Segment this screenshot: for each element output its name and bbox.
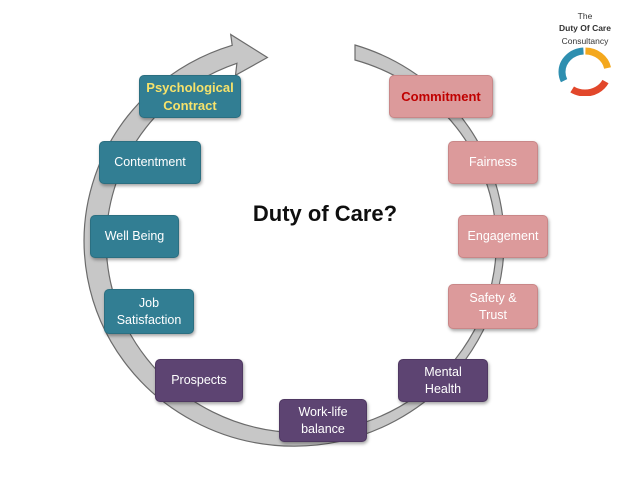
node-safety-trust: Safety & Trust: [448, 284, 538, 329]
center-title: Duty of Care?: [252, 201, 398, 226]
node-job-satisfaction: Job Satisfaction: [104, 289, 194, 334]
node-work-life-balance: Work-life balance: [279, 399, 367, 442]
brand-name: Duty Of Care: [559, 23, 611, 34]
node-well-being: Well Being: [90, 215, 179, 258]
node-prospects: Prospects: [155, 359, 243, 402]
node-mental-health: Mental Health: [398, 359, 488, 402]
brand-text: The Duty Of Care Consultancy: [547, 10, 623, 47]
consultancy-logo-icon: [558, 47, 612, 96]
brand-line-3: Consultancy: [561, 35, 609, 46]
node-commitment: Commitment: [389, 75, 493, 118]
node-psychological-contract: Psychological Contract: [139, 75, 241, 118]
node-engagement: Engagement: [458, 215, 548, 258]
node-contentment: Contentment: [99, 141, 201, 184]
brand-line-1: The: [577, 11, 593, 21]
node-fairness: Fairness: [448, 141, 538, 184]
